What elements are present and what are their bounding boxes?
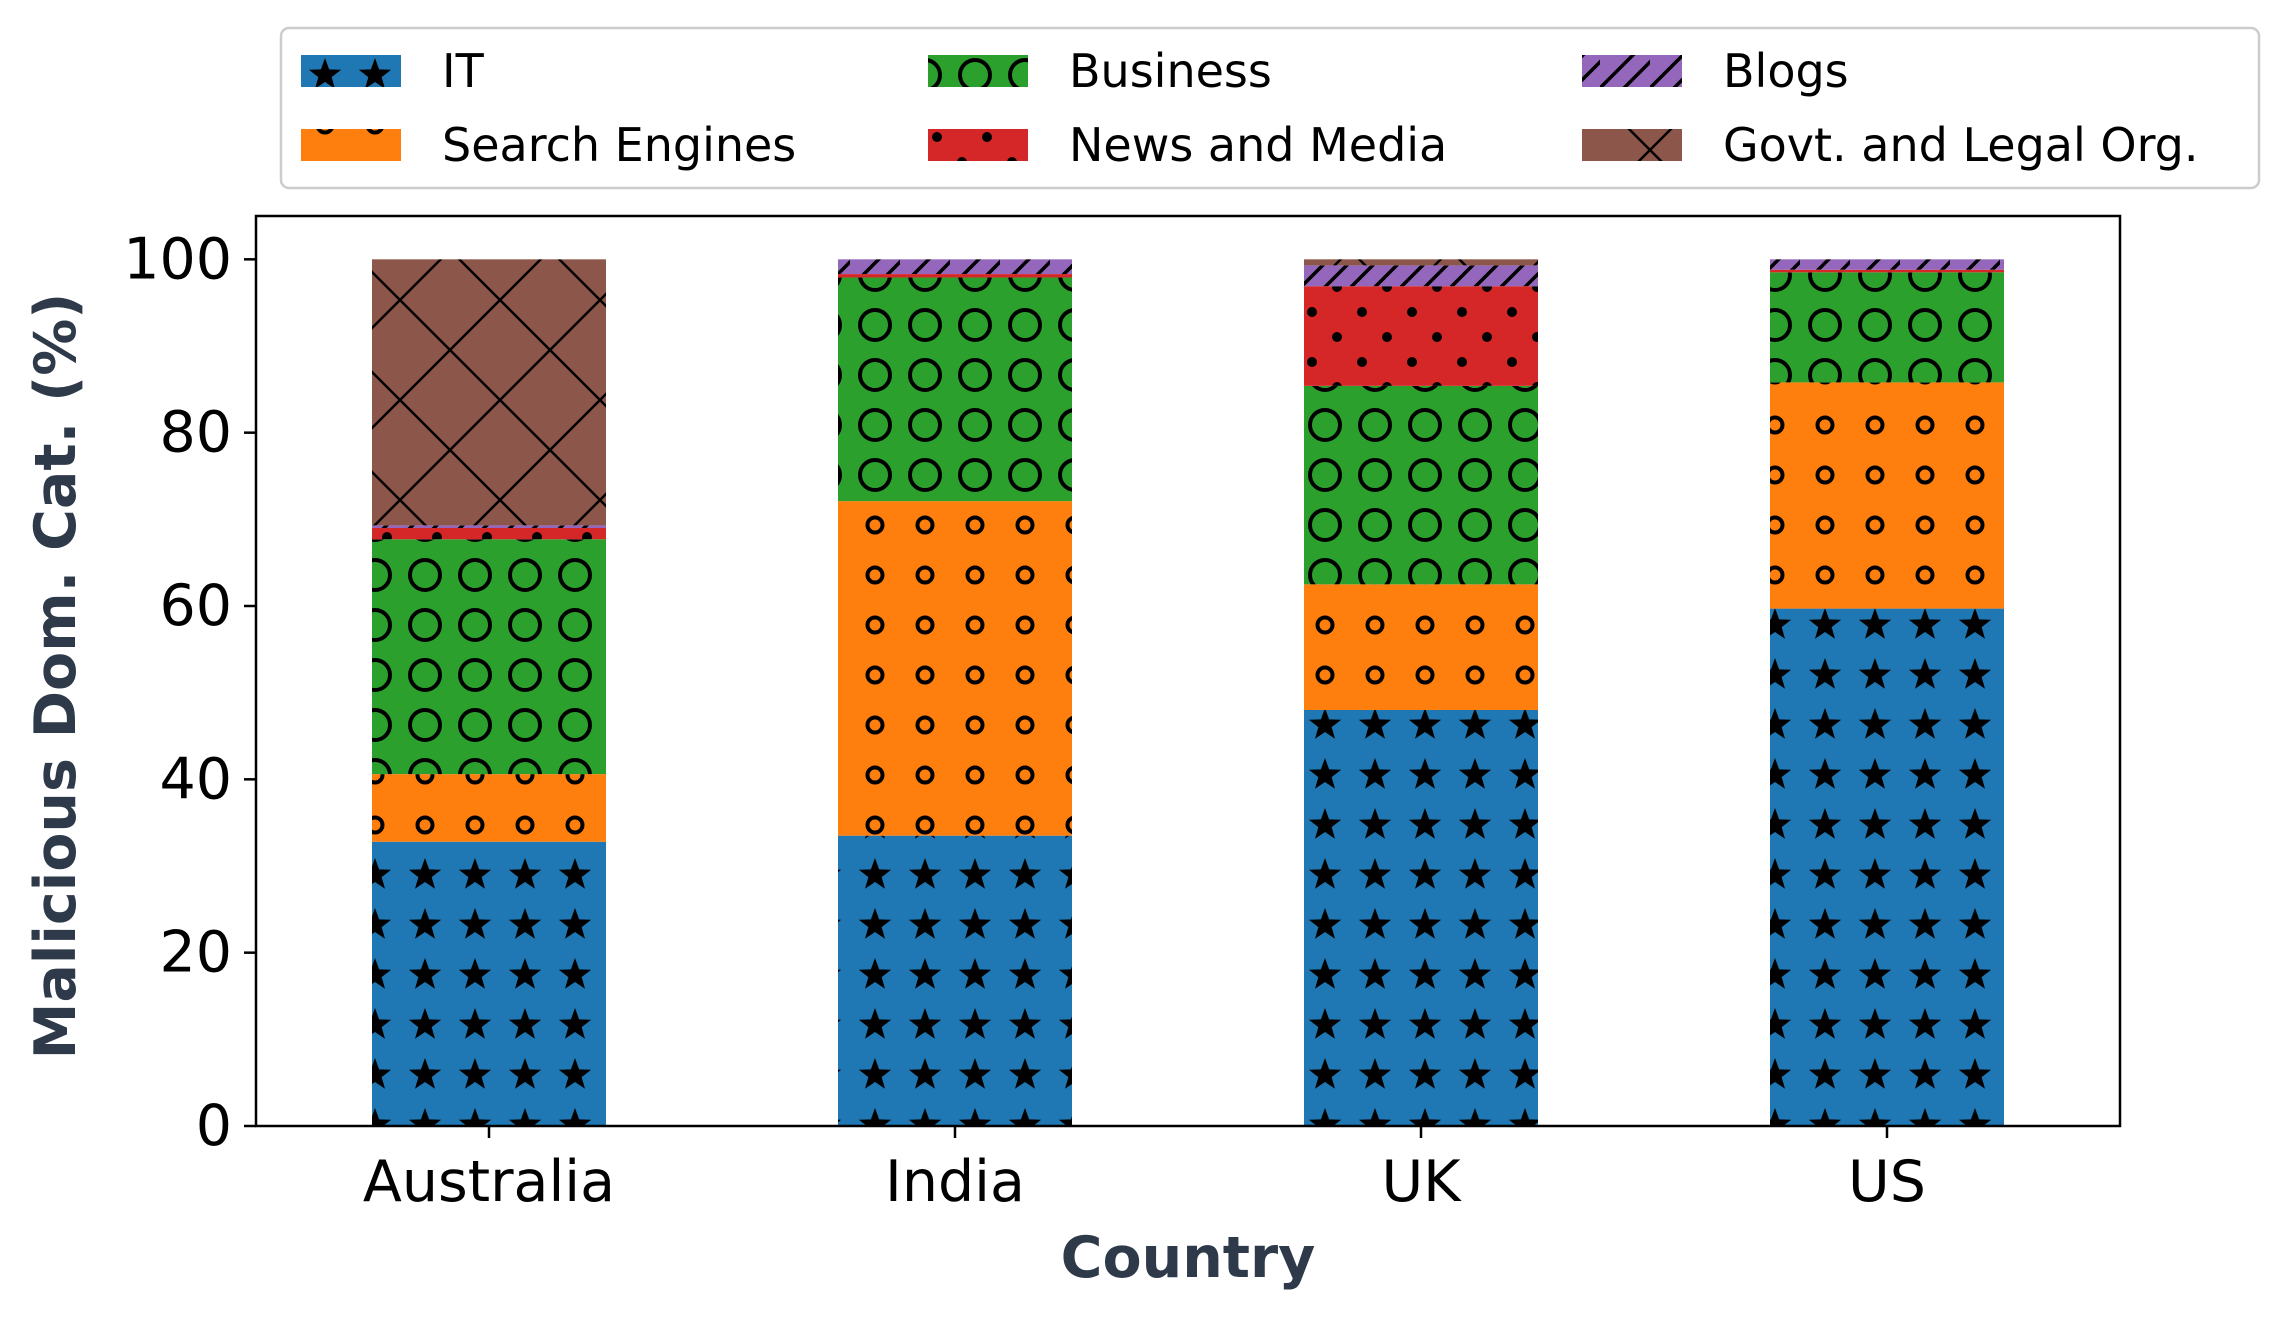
y-tick-label: 0 — [196, 1093, 232, 1159]
legend-label-search-engines: Search Engines — [442, 118, 796, 172]
y-tick-label: 40 — [159, 746, 232, 812]
legend-label-news-and-media: News and Media — [1069, 118, 1447, 172]
legend-label-it: IT — [442, 44, 485, 98]
bar-uk-it — [1304, 710, 1538, 1126]
bar-australia-govt-and-legal-org — [372, 259, 606, 526]
bar-us-business — [1770, 272, 2004, 383]
bar-australia-blogs — [372, 525, 606, 528]
y-tick-label: 20 — [159, 920, 232, 986]
bar-india-business — [838, 277, 1072, 502]
legend-swatch-it — [301, 55, 401, 87]
x-axis-title: Country — [1061, 1225, 1316, 1291]
legend-swatch-news-and-media — [928, 129, 1028, 161]
y-tick-label: 80 — [159, 400, 232, 466]
legend-label-govt-and-legal-org: Govt. and Legal Org. — [1723, 118, 2199, 172]
bar-us-it — [1770, 608, 2004, 1126]
y-tick-label: 60 — [159, 573, 232, 639]
plot-frame — [254, 214, 2122, 1128]
legend-swatch-govt-and-legal-org — [1582, 129, 1682, 161]
x-tick-label-australia: Australia — [363, 1149, 615, 1215]
legend-swatch-search-engines — [301, 129, 401, 161]
bar-uk-blogs — [1304, 265, 1538, 287]
x-tick-label-us: US — [1848, 1149, 1926, 1215]
y-tick-label: 100 — [123, 226, 232, 292]
bar-uk-search-engines — [1304, 584, 1538, 710]
y-axis-title: Malicious Dom. Cat. (%) — [23, 293, 89, 1060]
bar-india-search-engines — [838, 501, 1072, 836]
legend-label-business: Business — [1069, 44, 1272, 98]
legend-swatch-blogs — [1582, 55, 1682, 87]
x-tick-label-india: India — [885, 1149, 1025, 1215]
legend-swatch-business — [928, 55, 1028, 87]
bar-uk-govt-and-legal-org — [1304, 259, 1538, 266]
bar-us-news-and-media — [1770, 269, 2004, 273]
bar-australia-news-and-media — [372, 528, 606, 540]
bar-uk-business — [1304, 385, 1538, 585]
bar-india-blogs — [838, 259, 1072, 275]
bar-india-it — [838, 835, 1072, 1126]
bar-uk-news-and-media — [1304, 286, 1538, 386]
x-tick-label-uk: UK — [1381, 1149, 1462, 1215]
legend-label-blogs: Blogs — [1723, 44, 1849, 98]
bar-australia-business — [372, 539, 606, 775]
bar-india-news-and-media — [838, 274, 1072, 278]
bar-australia-search-engines — [372, 774, 606, 842]
bar-us-blogs — [1770, 259, 2004, 270]
bars-group — [372, 259, 2004, 1126]
bar-australia-it — [372, 841, 606, 1126]
bar-us-search-engines — [1770, 382, 2004, 609]
legend-box — [279, 26, 2261, 190]
